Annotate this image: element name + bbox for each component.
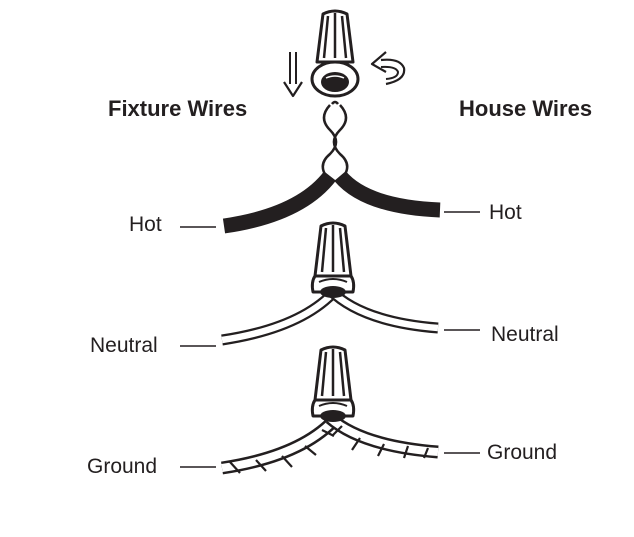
leader-lines xyxy=(180,211,480,468)
down-arrow-icon xyxy=(283,52,303,98)
neutral-label-fixture: Neutral xyxy=(90,334,158,357)
fixture-wires-heading: Fixture Wires xyxy=(108,96,248,121)
ground-label-house: Ground xyxy=(487,441,558,464)
ground-wire-fixture xyxy=(221,413,341,475)
wire-nut-icon xyxy=(310,9,360,98)
ground-wire-house xyxy=(325,412,439,459)
house-wires-heading: House Wires xyxy=(459,96,593,121)
twist-arrow-icon xyxy=(370,51,406,86)
hot-label-house: Hot xyxy=(489,201,522,224)
ground-label-fixture: Ground xyxy=(87,455,158,478)
neutral-wire-fixture xyxy=(221,286,341,346)
neutral-label-house: Neutral xyxy=(491,323,559,346)
hot-twisted-conductors xyxy=(321,100,349,177)
neutral-wire-house xyxy=(326,285,439,334)
hot-wire-house xyxy=(334,170,441,218)
wire-nut-icon xyxy=(310,345,356,422)
hot-wire-fixture xyxy=(222,171,336,234)
wire-nut-icon xyxy=(310,221,356,298)
hot-label-fixture: Hot xyxy=(129,213,162,236)
